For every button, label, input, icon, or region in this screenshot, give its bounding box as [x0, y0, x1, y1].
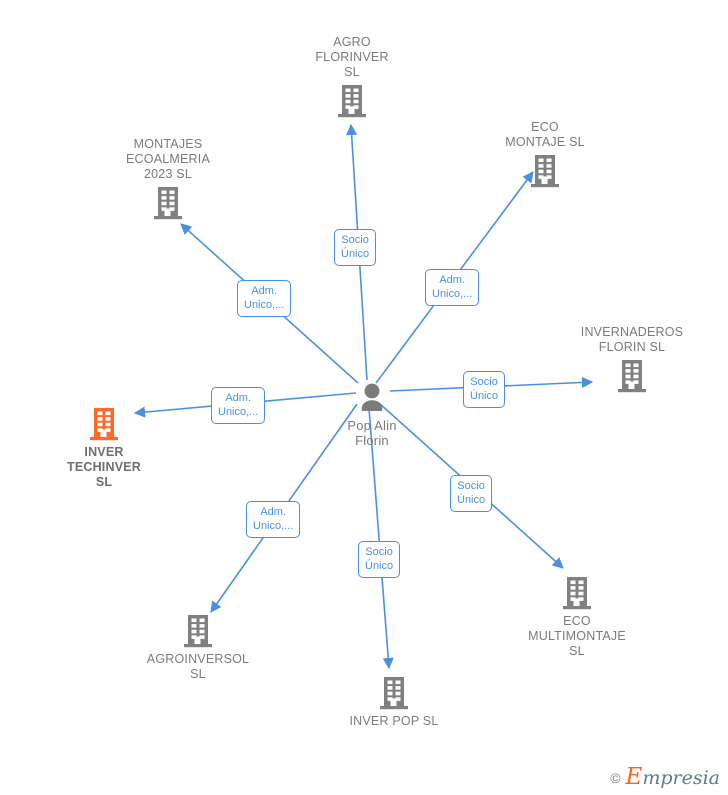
node-label-agroinversol-sl: AGROINVERSOL SL	[146, 652, 250, 681]
edge-invernaderos-florin-label[interactable]: Socio Único	[463, 371, 506, 408]
edge-agroinversol-label[interactable]: Adm. Unico,...	[246, 501, 301, 538]
edge-inver-pop-label[interactable]: Socio Único	[358, 541, 401, 578]
building-icon	[29, 406, 179, 442]
node-agroinversol-sl[interactable]: AGROINVERSOL SL	[123, 613, 273, 682]
node-label-montajes-ecoalmeria-2023-sl: MONTAJES ECOALMERIA 2023 SL	[126, 137, 210, 181]
building-icon	[277, 83, 427, 119]
node-eco-multimontaje-sl[interactable]: ECO MULTIMONTAJE SL	[502, 575, 652, 659]
empresia-logo-rest: mpresia	[642, 767, 720, 789]
center-node-label: Pop Alin Florin	[347, 418, 397, 448]
node-label-eco-multimontaje-sl: ECO MULTIMONTAJE SL	[528, 614, 626, 658]
node-montajes-ecoalmeria-2023-sl[interactable]: MONTAJES ECOALMERIA 2023 SL	[93, 137, 243, 221]
building-icon	[93, 185, 243, 221]
building-icon	[123, 613, 273, 649]
copyright-symbol: ©	[610, 769, 621, 786]
building-icon	[557, 358, 707, 394]
node-eco-montaje-sl[interactable]: ECO MONTAJE SL	[470, 120, 620, 189]
person-icon	[297, 381, 447, 415]
node-label-inver-techinver-sl: INVER TECHINVER SL	[66, 445, 142, 489]
node-label-invernaderos-florin-sl: INVERNADEROS FLORIN SL	[580, 325, 684, 354]
empresia-logo-initial: E	[625, 764, 643, 790]
empresia-watermark: © Empresia	[610, 766, 720, 789]
center-node-pop-alin-florin[interactable]: Pop Alin Florin	[297, 381, 447, 448]
edge-eco-montaje-label[interactable]: Adm. Unico,...	[425, 269, 480, 306]
building-icon	[470, 153, 620, 189]
edge-agro-florinver-label[interactable]: Socio Único	[334, 229, 377, 266]
node-inver-pop-sl[interactable]: INVER POP SL	[319, 675, 469, 729]
node-label-agro-florinver-sl: AGRO FLORINVER SL	[315, 35, 389, 79]
edge-eco-multimontaje-label[interactable]: Socio Único	[450, 475, 493, 512]
node-label-eco-montaje-sl: ECO MONTAJE SL	[505, 120, 585, 149]
empresia-logo-text: Empresia	[626, 766, 720, 789]
building-icon	[319, 675, 469, 711]
edge-montajes-ecoalmeria-label[interactable]: Adm. Unico,...	[237, 280, 292, 317]
building-icon	[502, 575, 652, 611]
node-invernaderos-florin-sl[interactable]: INVERNADEROS FLORIN SL	[557, 325, 707, 394]
edge-inver-techinver-label[interactable]: Adm. Unico,...	[211, 387, 266, 424]
node-label-inver-pop-sl: INVER POP SL	[349, 714, 439, 728]
node-agro-florinver-sl[interactable]: AGRO FLORINVER SL	[277, 35, 427, 119]
node-inver-techinver-sl[interactable]: INVER TECHINVER SL	[29, 406, 179, 490]
